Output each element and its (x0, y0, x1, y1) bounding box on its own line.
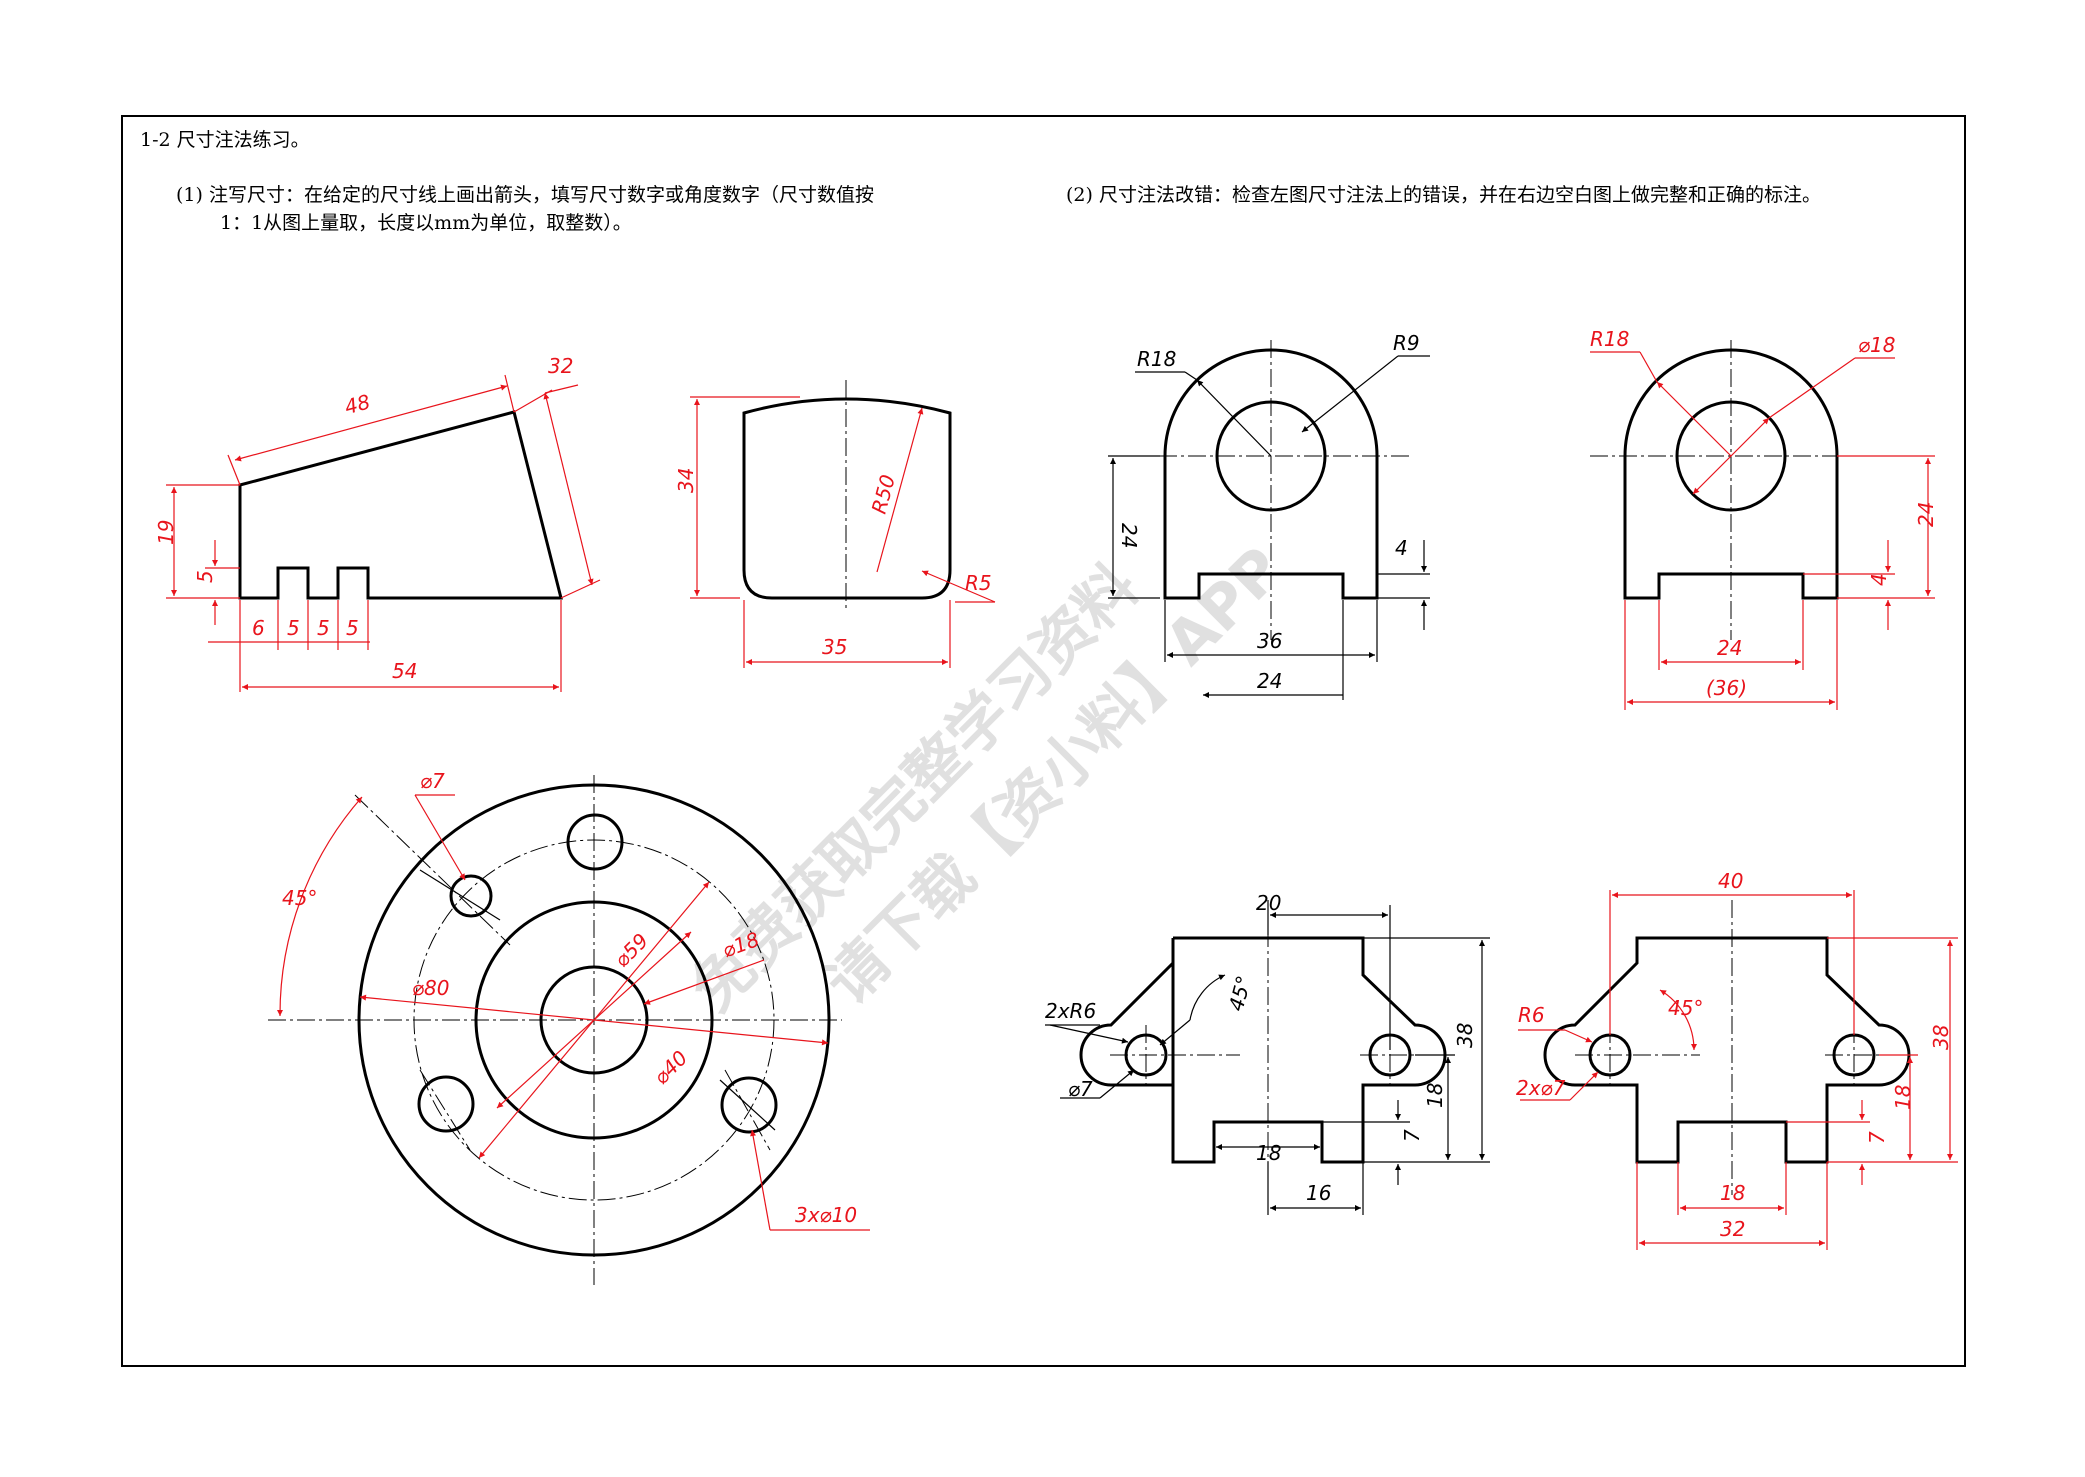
dim-d7-wrong: ⌀7 (1068, 1077, 1093, 1101)
dim-18v-right: 18 (1891, 1085, 1915, 1110)
dim-r5: R5 (965, 571, 992, 595)
dim-24h-right: 24 (1717, 636, 1742, 660)
fig-wedge: 48 32 19 5 6 5 5 5 54 (154, 354, 601, 692)
dim-18v-wrong: 18 (1423, 1083, 1447, 1108)
dim-r18-wrong: R18 (1137, 347, 1176, 371)
block-outline (742, 397, 952, 600)
dim-4-wrong: 4 (1395, 536, 1408, 560)
dim-r18-right: R18 (1590, 327, 1629, 351)
dim-2xr6-wrong: 2xR6 (1045, 999, 1096, 1023)
fig-arch-wrong: R18 R9 24 4 36 24 (1108, 331, 1430, 700)
dim-d40: ⌀40 (649, 1046, 692, 1089)
dim-3x10: 3x⌀10 (795, 1203, 857, 1227)
dim-18h-right: 18 (1720, 1181, 1745, 1205)
exercise-title: 1-2 尺寸注法练习。 (140, 129, 310, 151)
dim-5a: 5 (287, 616, 300, 640)
dim-24h-wrong: 24 (1257, 669, 1282, 693)
drawing-frame (121, 115, 1966, 1367)
dim-r6-right: R6 (1518, 1003, 1545, 1027)
dim-32: 32 (548, 354, 573, 378)
cross-outline-left (1079, 936, 1447, 1164)
dim-20-wrong: 20 (1256, 891, 1281, 915)
dim-7-wrong: 7 (1400, 1129, 1424, 1142)
question-2-line-1: (2) 尺寸注法改错：检查左图尺寸注法上的错误，并在右边空白图上做完整和正确的标… (1066, 184, 1821, 206)
fig-arch-right: R18 ⌀18 24 4 24 (36) (1590, 327, 1938, 710)
watermark: 免费获取完整学习资料 请下载【资小料】APP (678, 534, 1296, 1025)
dim-45-wrong: 45° (1224, 973, 1256, 1013)
dim-5c: 5 (346, 616, 359, 640)
dim-7-right: 7 (1865, 1131, 1889, 1144)
dim-34: 34 (674, 468, 698, 493)
fig-flange: ⌀7 45° ⌀80 ⌀59 ⌀18 ⌀40 3x⌀10 (268, 769, 870, 1285)
dim-24v-wrong: 24 (1117, 523, 1141, 548)
arch-outline-right (1623, 348, 1839, 600)
dim-r9-wrong: R9 (1393, 331, 1420, 355)
dim-36-paren-right: (36) (1706, 676, 1747, 700)
dim-19: 19 (154, 520, 178, 545)
dim-32-right: 32 (1720, 1217, 1745, 1241)
dim-4-right: 4 (1867, 573, 1891, 586)
dim-45-right: 45° (1668, 996, 1703, 1020)
dim-38-right: 38 (1929, 1025, 1953, 1050)
dim-d7: ⌀7 (420, 769, 445, 793)
dim-angle-45: 45° (282, 886, 317, 910)
dim-48-line (234, 384, 508, 462)
wedge-outline (238, 410, 563, 600)
dim-2x7-right: 2x⌀7 (1516, 1076, 1566, 1100)
fig-cross-right: 40 R6 45° 2x⌀7 38 18 7 18 32 (1516, 869, 1958, 1250)
dim-32-line (543, 392, 594, 586)
question-1-line-2: 1：1从图上量取，长度以mm为单位，取整数）。 (220, 212, 632, 234)
dim-24v-right: 24 (1914, 502, 1938, 527)
fig-cross-wrong: 20 2xR6 45° ⌀7 38 18 7 18 16 (1045, 891, 1490, 1215)
dim-18h-wrong: 18 (1256, 1141, 1281, 1165)
dim-r50: R50 (867, 472, 900, 516)
arch-outline-left (1163, 348, 1379, 600)
dim-16-wrong: 16 (1306, 1181, 1331, 1205)
dim-35: 35 (822, 635, 847, 659)
dim-36-wrong: 36 (1257, 629, 1282, 653)
fig-block: 34 R50 R5 35 (674, 380, 996, 668)
dim-38-wrong: 38 (1453, 1023, 1477, 1048)
dim-54: 54 (392, 659, 417, 683)
question-1-line-1: (1) 注写尺寸：在给定的尺寸线上画出箭头，填写尺寸数字或角度数字（尺寸数值按 (176, 184, 874, 206)
dim-48: 48 (342, 389, 373, 419)
dim-5b: 5 (317, 616, 330, 640)
dim-6: 6 (252, 616, 265, 640)
dim-d18-right: ⌀18 (1858, 333, 1896, 357)
dim-d80: ⌀80 (412, 976, 450, 1000)
dim-d59: ⌀59 (609, 928, 652, 971)
dim-40-right: 40 (1718, 869, 1743, 893)
dim-5-height: 5 (193, 570, 217, 583)
